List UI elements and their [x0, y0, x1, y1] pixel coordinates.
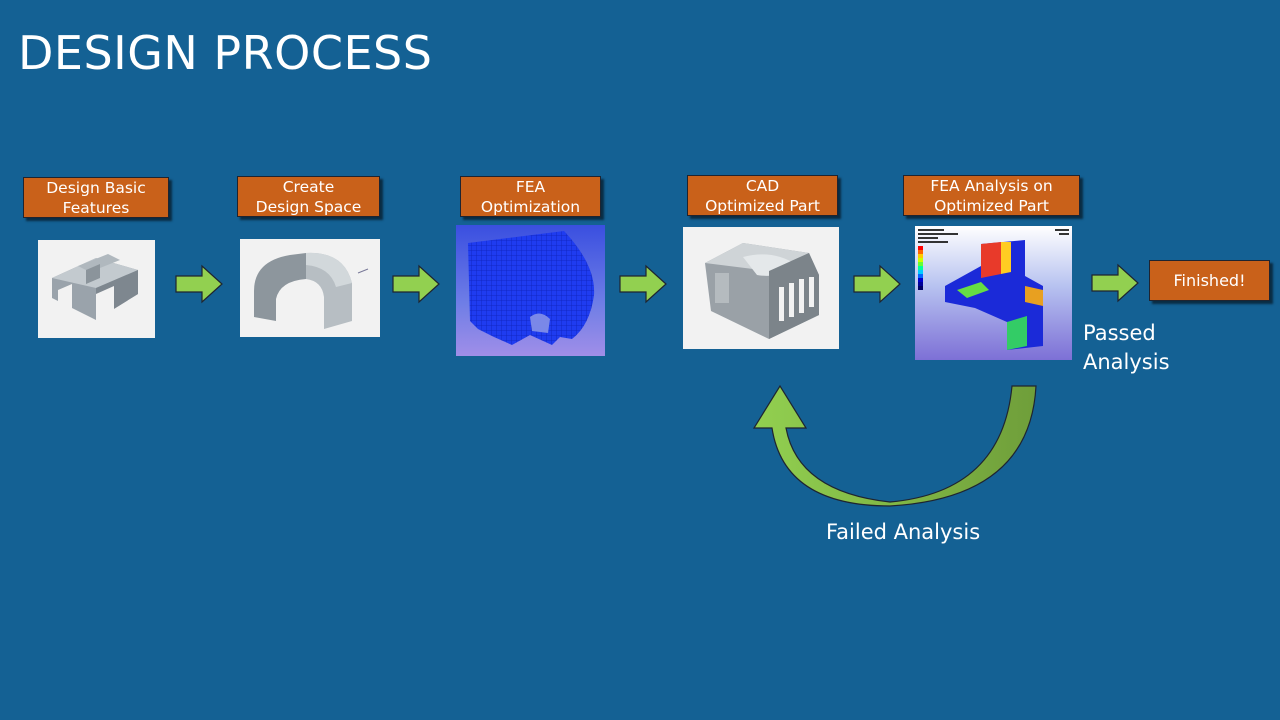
step-cad-optimized-part: CAD Optimized Part	[687, 175, 838, 216]
step-fea-analysis-optimized-part: FEA Analysis on Optimized Part	[903, 175, 1080, 216]
arrow-right-icon	[853, 264, 901, 304]
failed-analysis-note: Failed Analysis	[826, 520, 981, 544]
arrow-right-icon	[175, 264, 223, 304]
fea-optimization-image	[456, 225, 605, 356]
step-finished: Finished!	[1149, 260, 1270, 301]
cad-optimized-part-image	[683, 227, 839, 349]
arrow-right-icon	[392, 264, 440, 304]
slide-title: DESIGN PROCESS	[18, 26, 433, 80]
arrow-right-icon	[619, 264, 667, 304]
step-fea-optimization: FEA Optimization	[460, 176, 601, 217]
step-design-basic-features: Design Basic Features	[23, 177, 169, 218]
loop-back-arrow-icon	[752, 384, 1037, 507]
step-create-design-space: Create Design Space	[237, 176, 380, 217]
fea-analysis-result-image	[915, 226, 1072, 360]
passed-analysis-note: Passed Analysis	[1083, 321, 1170, 374]
basic-features-image	[38, 240, 155, 338]
design-space-image	[240, 239, 380, 337]
arrow-right-icon	[1091, 263, 1139, 303]
